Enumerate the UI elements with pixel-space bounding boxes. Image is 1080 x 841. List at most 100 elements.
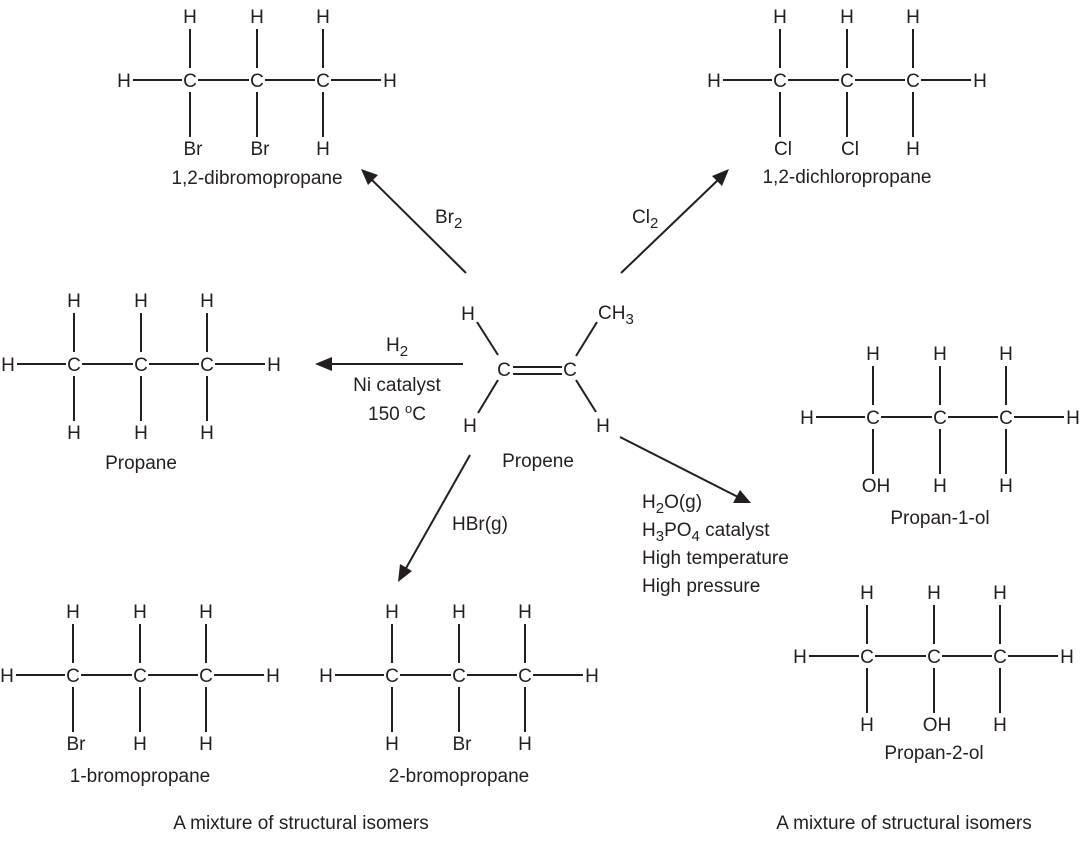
atom-h-bottom-left: H bbox=[463, 416, 477, 437]
caption-left-mixture: A mixture of structural isomers bbox=[173, 813, 429, 834]
reagent-h2: H2 bbox=[386, 335, 408, 360]
atom-h-right: H bbox=[585, 666, 599, 687]
atom-bottom-2: Cl bbox=[841, 139, 859, 160]
catalyst-ni: Ni catalyst bbox=[353, 375, 441, 396]
atom-top-3: H bbox=[200, 291, 214, 312]
reagent-cl2: Cl2 bbox=[632, 207, 658, 232]
atom-top-1: H bbox=[860, 583, 874, 604]
atom-bottom-1: Br bbox=[184, 139, 204, 160]
atom-carbon-3: C bbox=[993, 647, 1007, 668]
arrowhead-icon bbox=[361, 169, 378, 185]
atom-h-left: H bbox=[0, 666, 14, 687]
atom-bottom-2: Br bbox=[453, 734, 473, 755]
molecule-propene: H H C C H CH3 Propene bbox=[461, 303, 634, 472]
atom-carbon-2: C bbox=[840, 71, 854, 92]
molecule-name: Propan-1-ol bbox=[890, 508, 989, 529]
atom-carbon-1: C bbox=[385, 666, 399, 687]
atom-h-right: H bbox=[383, 71, 397, 92]
atom-bottom-1: H bbox=[385, 734, 399, 755]
atom-carbon-2: C bbox=[133, 666, 147, 687]
atom-carbon-1: C bbox=[66, 666, 80, 687]
atom-h-left: H bbox=[1, 355, 15, 376]
arrow-hydrogenation: H2 Ni catalyst 150 oC bbox=[315, 335, 463, 425]
caption-right-mixture: A mixture of structural isomers bbox=[776, 813, 1032, 834]
reagent-hbr: HBr(g) bbox=[452, 514, 508, 535]
atom-bottom-2: H bbox=[134, 423, 148, 444]
atom-h-left: H bbox=[319, 666, 333, 687]
atom-bottom-3: H bbox=[316, 139, 330, 160]
molecule-name: Propane bbox=[105, 453, 177, 474]
atom-top-1: H bbox=[183, 7, 197, 28]
arrow-line bbox=[620, 179, 719, 274]
atom-h-left: H bbox=[707, 71, 721, 92]
arrow-line bbox=[404, 454, 471, 571]
atom-top-3: H bbox=[993, 583, 1007, 604]
bond-c1-h-top bbox=[476, 321, 499, 356]
atom-bottom-1: H bbox=[860, 715, 874, 736]
arrow-line bbox=[371, 179, 467, 274]
atom-bottom-2: OH bbox=[923, 715, 952, 736]
atom-h-left: H bbox=[800, 408, 814, 429]
atom-carbon-3: C bbox=[999, 408, 1013, 429]
atom-top-2: H bbox=[933, 344, 947, 365]
atom-top-1: H bbox=[67, 291, 81, 312]
molecule-name: 1-bromopropane bbox=[70, 766, 210, 787]
atom-carbon-2: C bbox=[134, 355, 148, 376]
reagent-br2: Br2 bbox=[435, 207, 462, 232]
propene-label: Propene bbox=[502, 451, 574, 472]
atom-bottom-1: OH bbox=[862, 476, 891, 497]
atom-bottom-3: H bbox=[518, 734, 532, 755]
bond-c2-h-bottom bbox=[575, 379, 597, 413]
arrowhead-icon bbox=[733, 490, 751, 503]
atom-bottom-3: H bbox=[999, 476, 1013, 497]
atom-carbon-1: C bbox=[860, 647, 874, 668]
temperature-150c: 150 oC bbox=[368, 401, 426, 425]
condition-water: H2O(g) bbox=[642, 492, 702, 517]
atom-h-left: H bbox=[793, 647, 807, 668]
atom-carbon-1: C bbox=[773, 71, 787, 92]
atom-h-right: H bbox=[266, 666, 280, 687]
molecule-name: 1,2-dibromopropane bbox=[171, 168, 342, 189]
hydration-conditions: H2O(g) H3PO4 catalyst High temperature H… bbox=[642, 492, 789, 597]
atom-top-2: H bbox=[927, 583, 941, 604]
atom-bottom-1: H bbox=[67, 423, 81, 444]
atom-bottom-2: Br bbox=[251, 139, 271, 160]
condition-phosphoric-acid: H3PO4 catalyst bbox=[642, 520, 770, 545]
atom-carbon-3: C bbox=[518, 666, 532, 687]
atom-carbon-2: C bbox=[927, 647, 941, 668]
atom-h-right: H bbox=[1066, 408, 1080, 429]
arrowhead-icon bbox=[315, 357, 332, 371]
atom-bottom-2: H bbox=[933, 476, 947, 497]
atom-top-3: H bbox=[316, 7, 330, 28]
molecule-name: 2-bromopropane bbox=[389, 766, 529, 787]
atom-top-1: H bbox=[385, 602, 399, 623]
atom-bottom-3: H bbox=[199, 734, 213, 755]
atom-carbon-1: C bbox=[866, 408, 880, 429]
atom-carbon-1: C bbox=[67, 355, 81, 376]
atom-top-2: H bbox=[840, 7, 854, 28]
molecule-name: 1,2-dichloropropane bbox=[762, 167, 931, 188]
atom-h-right: H bbox=[267, 355, 281, 376]
bond-c1-h-bottom bbox=[477, 379, 499, 414]
arrow-bromination: Br2 bbox=[361, 169, 467, 274]
atom-carbon-3: C bbox=[906, 71, 920, 92]
atom-carbon-3: C bbox=[316, 71, 330, 92]
atom-top-3: H bbox=[999, 344, 1013, 365]
atom-top-2: H bbox=[134, 291, 148, 312]
arrow-hbr-addition: HBr(g) bbox=[398, 454, 508, 582]
arrowhead-icon bbox=[712, 169, 729, 186]
arrow-hydration: H2O(g) H3PO4 catalyst High temperature H… bbox=[619, 436, 789, 597]
arrow-line bbox=[619, 436, 739, 498]
atom-h-right: H bbox=[973, 71, 987, 92]
atom-bottom-3: H bbox=[200, 423, 214, 444]
arrowhead-icon bbox=[398, 564, 412, 582]
atom-top-3: H bbox=[518, 602, 532, 623]
atom-carbon-2: C bbox=[933, 408, 947, 429]
